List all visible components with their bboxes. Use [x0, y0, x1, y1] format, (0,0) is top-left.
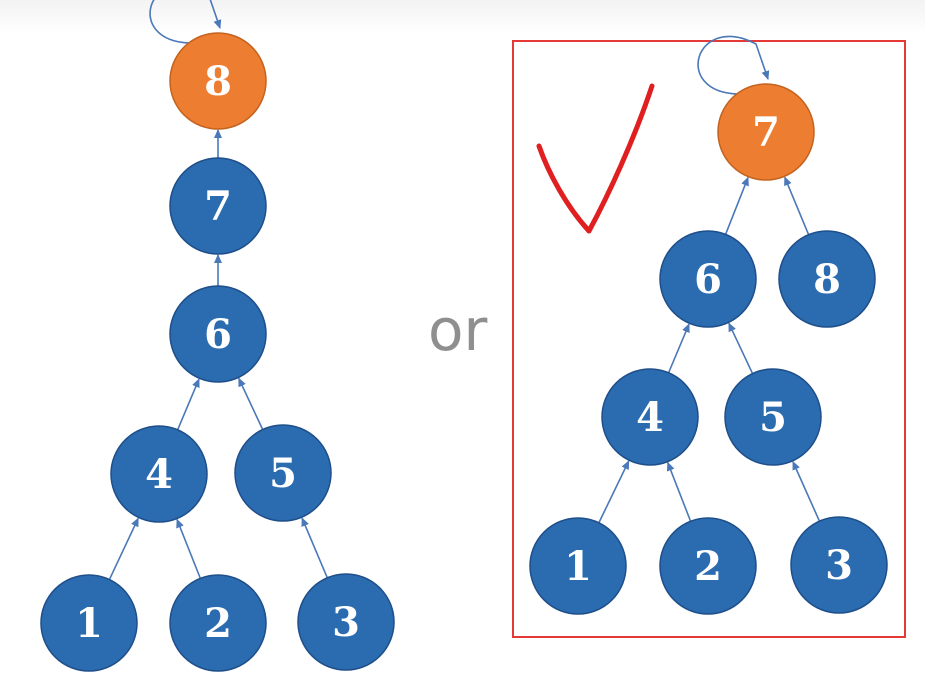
root-node-circle — [717, 83, 815, 181]
node-label: 4 — [145, 451, 173, 498]
node-label: 3 — [825, 542, 853, 589]
node-1: 1 — [529, 517, 627, 615]
node-label: 7 — [752, 109, 780, 156]
node-label: 5 — [269, 450, 297, 497]
node-1: 1 — [40, 574, 138, 672]
edge-6-to-7 — [724, 176, 749, 235]
node-circle — [297, 573, 395, 671]
node-4: 4 — [110, 425, 208, 523]
node-circle — [110, 425, 208, 523]
node-label: 6 — [204, 311, 232, 358]
node-4: 4 — [601, 368, 699, 466]
node-7: 7 — [717, 83, 815, 181]
edge-1-to-4 — [108, 517, 139, 580]
node-label: 1 — [564, 543, 592, 590]
node-label: 3 — [332, 599, 360, 646]
node-circle — [40, 574, 138, 672]
edge-1-to-4 — [598, 460, 630, 524]
node-2: 2 — [169, 574, 267, 672]
node-circle — [529, 517, 627, 615]
node-2: 2 — [659, 517, 757, 615]
node-label: 4 — [636, 394, 664, 441]
node-circle — [724, 368, 822, 466]
node-8: 8 — [169, 32, 267, 130]
edge-5-to-6 — [728, 322, 754, 374]
highlight-box — [512, 40, 906, 638]
node-circle — [169, 285, 267, 383]
node-circle — [778, 230, 876, 328]
node-circle — [790, 516, 888, 614]
root-self-loop — [697, 35, 770, 95]
edge-5-to-6 — [238, 377, 264, 430]
node-circle — [169, 157, 267, 255]
node-circle — [659, 230, 757, 328]
node-label: 5 — [759, 394, 787, 441]
edge-4-to-6 — [176, 378, 200, 431]
left-tree: 8 7 6 4 5 1 2 3 — [40, 0, 395, 672]
edge-3-to-5 — [301, 517, 329, 579]
separator-label: or — [428, 296, 488, 364]
node-6: 6 — [659, 230, 757, 328]
right-tree: 7 6 8 4 5 1 2 3 — [529, 35, 888, 615]
edge-2-to-4 — [176, 518, 202, 579]
edge-8-to-7 — [784, 176, 810, 235]
node-7: 7 — [169, 157, 267, 255]
checkmark-icon — [536, 83, 655, 234]
node-label: 2 — [204, 600, 232, 647]
node-5: 5 — [724, 368, 822, 466]
node-8: 8 — [778, 230, 876, 328]
node-circle — [601, 368, 699, 466]
node-3: 3 — [297, 573, 395, 671]
node-3: 3 — [790, 516, 888, 614]
node-label: 2 — [694, 543, 722, 590]
node-label: 7 — [204, 183, 232, 230]
node-circle — [234, 424, 332, 522]
node-label: 6 — [694, 256, 722, 303]
root-self-loop — [149, 0, 222, 44]
node-label: 8 — [204, 58, 232, 105]
edge-2-to-4 — [666, 461, 692, 522]
edge-3-to-5 — [792, 460, 821, 522]
node-circle — [659, 517, 757, 615]
root-node-circle — [169, 32, 267, 130]
edge-4-to-6 — [667, 323, 690, 374]
node-label: 8 — [813, 256, 841, 303]
node-6: 6 — [169, 285, 267, 383]
node-circle — [169, 574, 267, 672]
node-label: 1 — [75, 600, 103, 647]
node-5: 5 — [234, 424, 332, 522]
